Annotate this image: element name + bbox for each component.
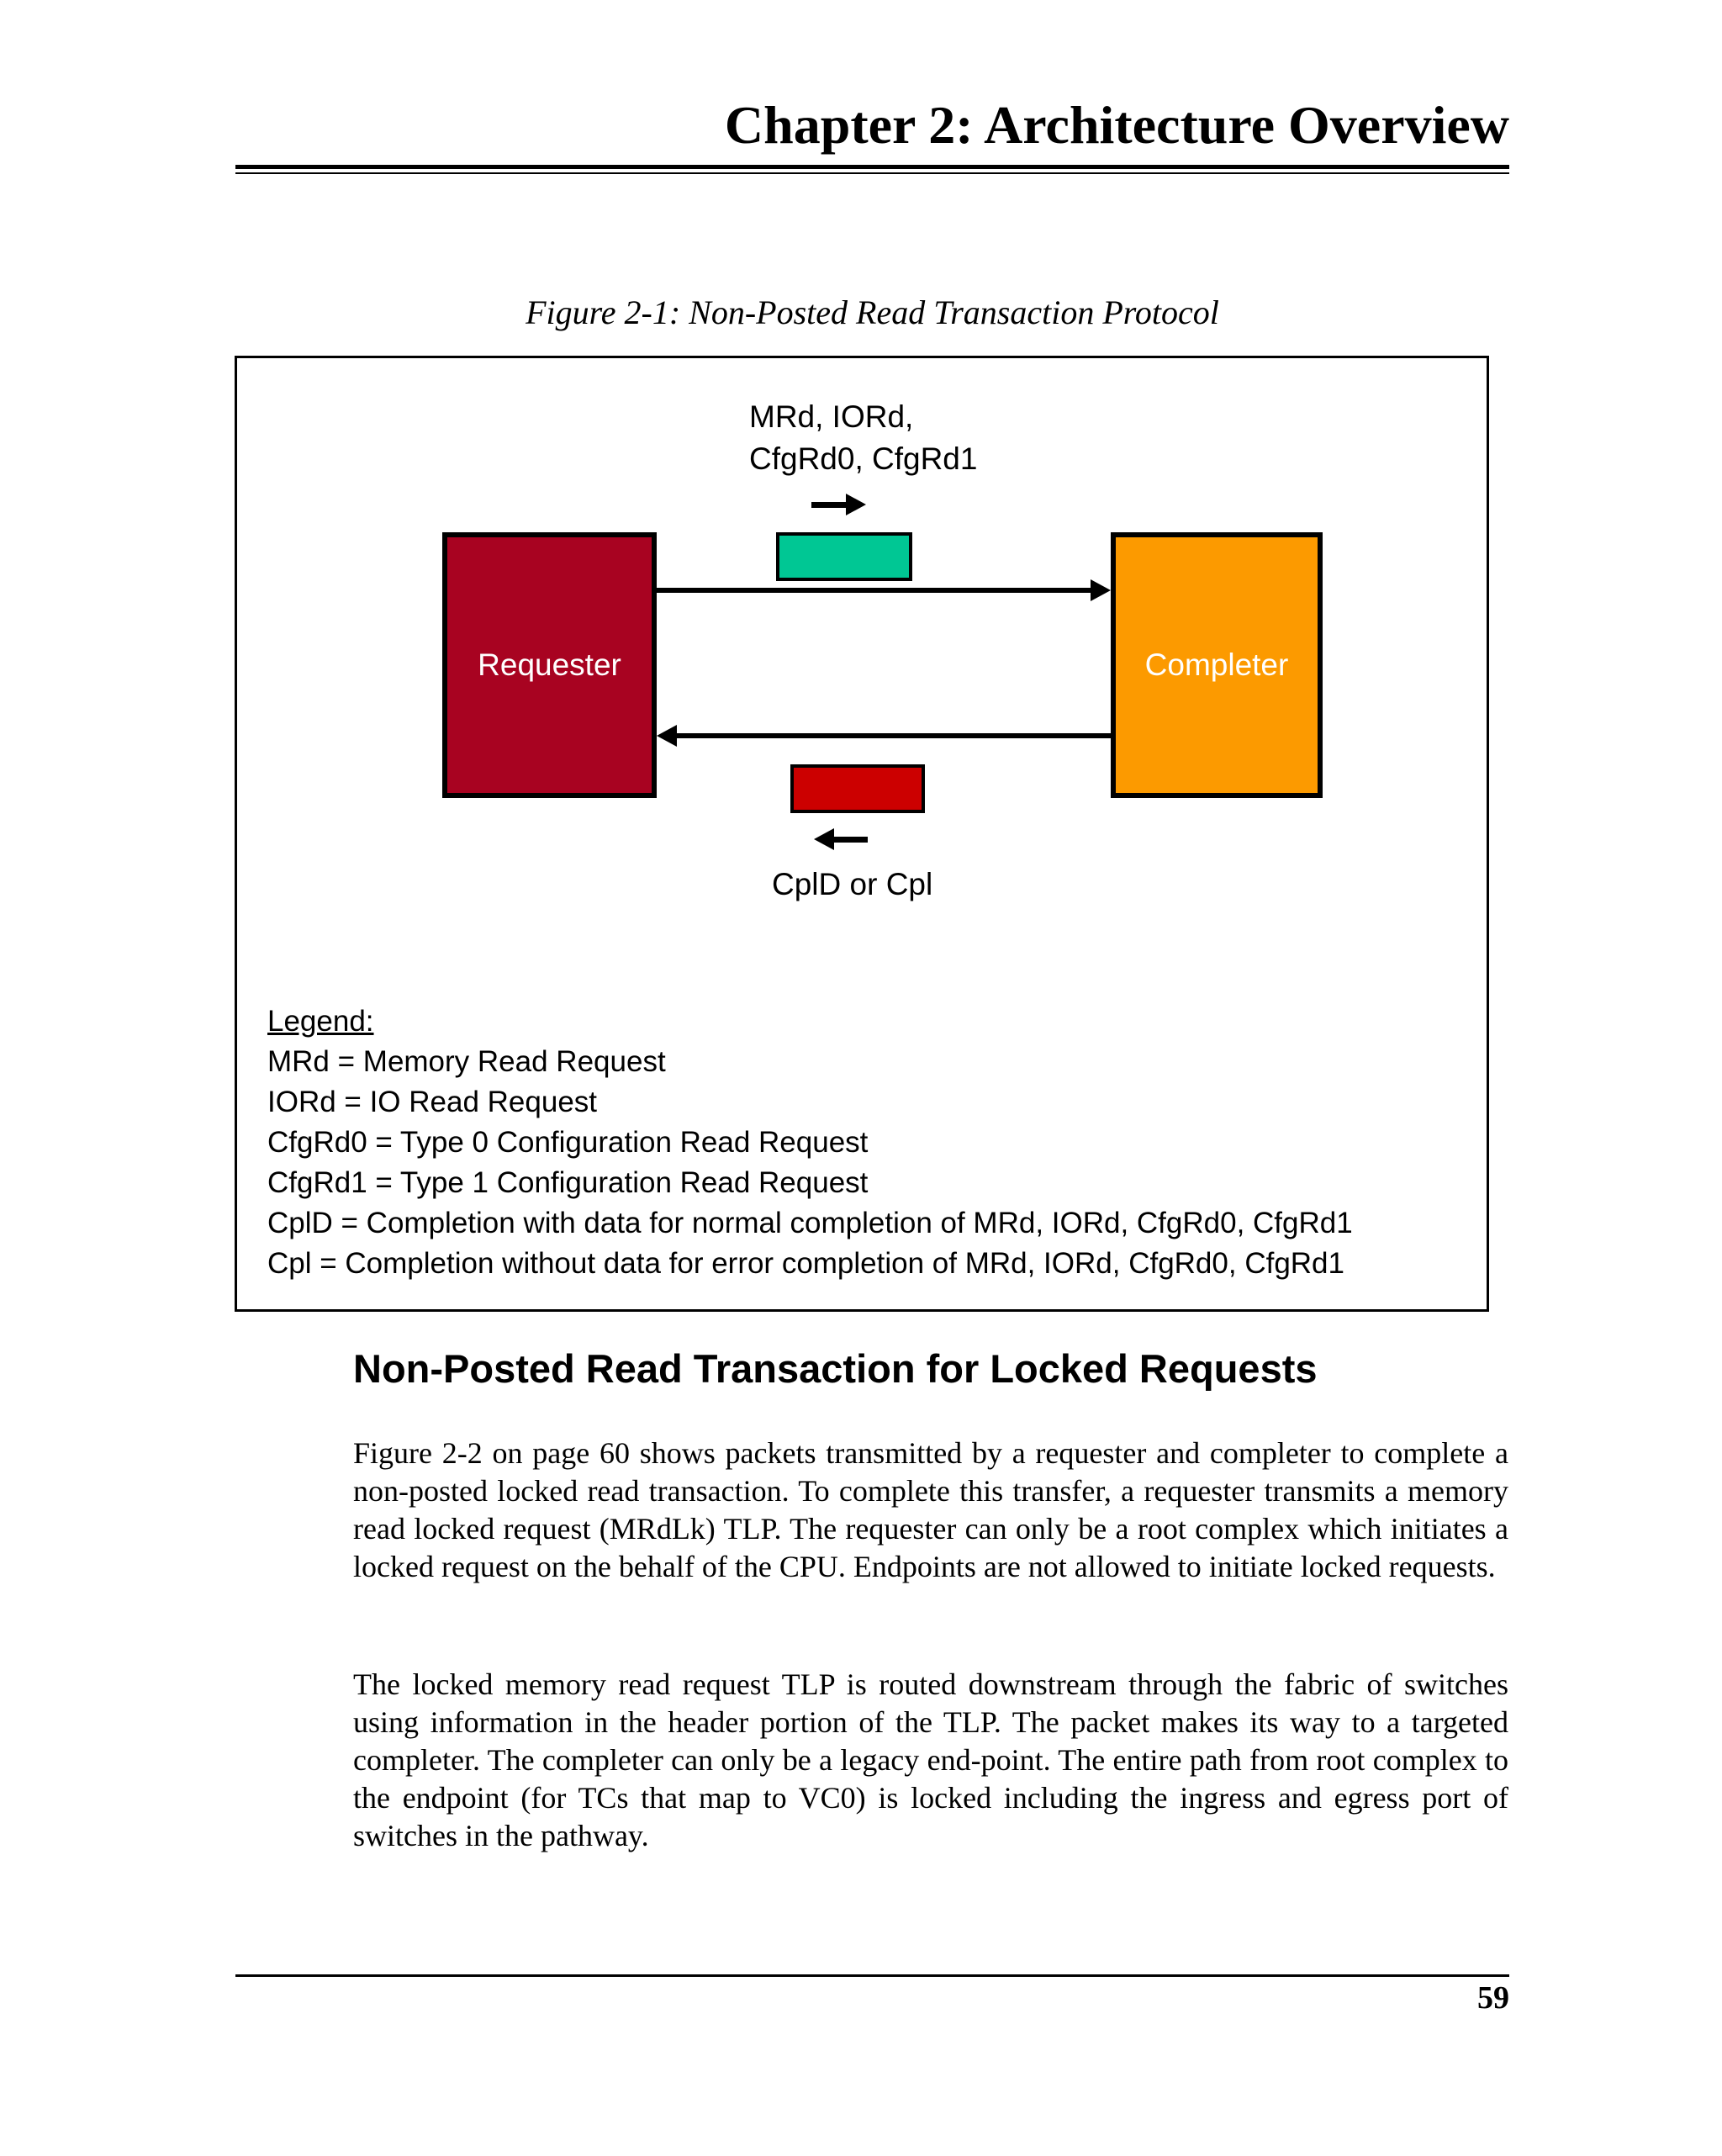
completion-arrow — [657, 722, 1111, 749]
legend-title: Legend: — [267, 1005, 374, 1038]
completer-box: Completer — [1111, 532, 1323, 798]
request-types-label: MRd, IORd, CfgRd0, CfgRd1 — [749, 396, 977, 480]
figure-caption: Figure 2-1: Non-Posted Read Transaction … — [526, 293, 1219, 331]
body-paragraph-2: The locked memory read request TLP is ro… — [353, 1667, 1508, 1852]
arrow-line — [675, 733, 1111, 738]
completion-packet — [790, 764, 925, 813]
requester-box: Requester — [442, 532, 657, 798]
figure-2-1-diagram: MRd, IORd, CfgRd0, CfgRd1 Requester Comp… — [235, 356, 1489, 1312]
body-paragraph-1: Figure 2-2 on page 60 shows packets tran… — [353, 1436, 1508, 1583]
legend-item: CfgRd1 = Type 1 Configuration Read Reque… — [267, 1166, 869, 1199]
request-arrow — [657, 577, 1111, 604]
legend-item: IORd = IO Read Request — [267, 1086, 598, 1118]
request-types-line1: MRd, IORd, — [749, 399, 914, 434]
requester-label: Requester — [478, 647, 621, 682]
completion-types-label: CplD or Cpl — [772, 867, 933, 901]
legend-item: CplD = Completion with data for normal c… — [267, 1207, 1353, 1239]
completion-direction-arrow-icon — [814, 826, 869, 853]
figure-legend: Legend: MRd = Memory Read Request IORd =… — [267, 1001, 1470, 1284]
arrow-head — [814, 828, 834, 850]
arrow-line — [657, 588, 1092, 593]
request-types-line2: CfgRd0, CfgRd1 — [749, 441, 978, 476]
legend-item: Cpl = Completion without data for error … — [267, 1247, 1344, 1280]
page-number: 59 — [1477, 1980, 1509, 2016]
arrow-line — [811, 502, 847, 508]
arrow-head — [1091, 579, 1111, 601]
footer-rule — [235, 1974, 1509, 1977]
arrow-head — [657, 725, 677, 747]
header-rule-thick — [235, 165, 1509, 169]
arrow-line — [832, 837, 868, 843]
chapter-title: Chapter 2: Architecture Overview — [724, 95, 1509, 155]
request-packet — [776, 532, 912, 581]
header-rule-thin — [235, 172, 1509, 174]
completer-label: Completer — [1144, 647, 1289, 682]
request-direction-arrow-icon — [811, 491, 866, 518]
arrow-head — [846, 494, 866, 515]
legend-item: MRd = Memory Read Request — [267, 1045, 666, 1078]
section-heading: Non-Posted Read Transaction for Locked R… — [353, 1346, 1318, 1391]
legend-item: CfgRd0 = Type 0 Configuration Read Reque… — [267, 1126, 869, 1159]
